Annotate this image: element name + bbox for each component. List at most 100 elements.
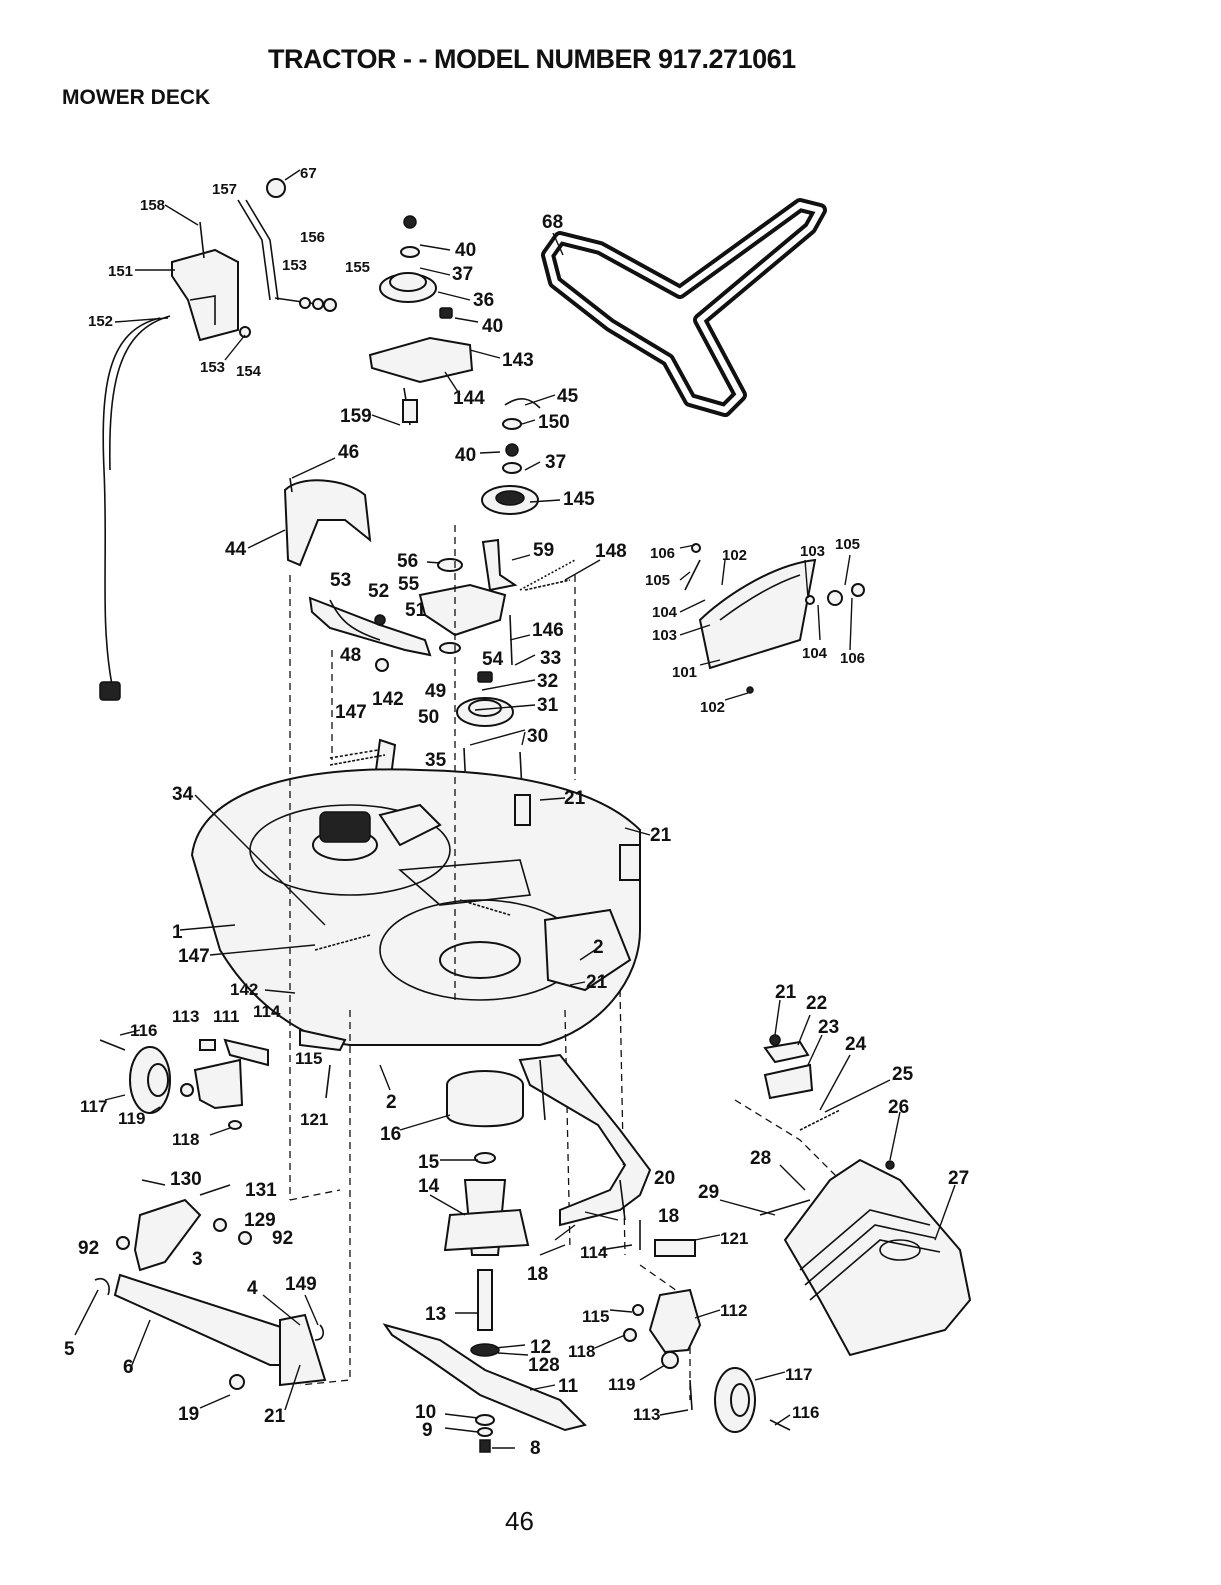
- callout-51: 51: [405, 600, 427, 621]
- callout-102-bottom: 102: [700, 699, 725, 716]
- callout-105-left: 105: [645, 572, 670, 589]
- callout-50: 50: [418, 707, 439, 728]
- callout-115-right: 115: [582, 1307, 609, 1326]
- callout-142-top: 142: [372, 689, 404, 710]
- callout-18-right: 18: [658, 1206, 679, 1227]
- mower-deck: [190, 768, 641, 1046]
- callout-22: 22: [806, 993, 827, 1014]
- callout-153-bottom: 153: [200, 359, 225, 376]
- callout-114-right: 114: [580, 1243, 608, 1262]
- callout-150: 150: [538, 412, 570, 433]
- callout-121-left: 121: [300, 1110, 328, 1129]
- callout-26: 26: [888, 1097, 909, 1118]
- page-number: 46: [505, 1506, 534, 1536]
- callout-152: 152: [88, 313, 113, 330]
- callout-10: 10: [415, 1402, 436, 1423]
- callout-106-right: 106: [840, 650, 865, 667]
- callout-29: 29: [698, 1182, 719, 1203]
- page-title: TRACTOR - - MODEL NUMBER 917.271061: [268, 44, 796, 74]
- callout-40-c: 40: [455, 445, 476, 466]
- callout-33: 33: [540, 648, 561, 669]
- callout-92-left: 92: [78, 1238, 99, 1259]
- callout-21-e: 21: [264, 1406, 286, 1427]
- callout-119-right: 119: [608, 1375, 635, 1394]
- callout-148: 148: [595, 541, 627, 562]
- callout-128: 128: [528, 1355, 560, 1376]
- callout-144: 144: [453, 388, 485, 409]
- idler-pulley-upper: [368, 215, 474, 426]
- callout-159: 159: [340, 406, 372, 427]
- callout-146: 146: [532, 620, 564, 641]
- callout-18-left: 18: [527, 1264, 548, 1285]
- callout-2-a: 2: [593, 937, 604, 958]
- discharge-shield: [684, 543, 865, 694]
- callout-111: 111: [213, 1007, 240, 1026]
- callout-25: 25: [892, 1064, 914, 1085]
- callout-27: 27: [948, 1168, 969, 1189]
- discharge-chute: [759, 1158, 972, 1357]
- callout-117-right: 117: [785, 1365, 812, 1384]
- callout-92-right: 92: [272, 1228, 293, 1249]
- callout-9: 9: [422, 1420, 433, 1441]
- callout-121-right: 121: [720, 1229, 748, 1248]
- callout-37-b: 37: [545, 452, 566, 473]
- callout-118-right: 118: [568, 1342, 595, 1361]
- callout-30: 30: [527, 726, 548, 747]
- center-pulley-stack: [481, 398, 541, 515]
- callout-leader-lines: [74, 169, 956, 1449]
- callout-68: 68: [542, 212, 563, 233]
- callout-158: 158: [140, 197, 165, 214]
- idler-arm-assembly: [308, 538, 576, 801]
- callout-104-right: 104: [802, 645, 828, 662]
- callout-131: 131: [245, 1180, 277, 1201]
- callout-106-top: 106: [650, 545, 675, 562]
- callout-55: 55: [398, 574, 420, 595]
- callout-67: 67: [300, 165, 317, 182]
- left-gauge-wheel: [99, 1028, 347, 1130]
- callout-118-left: 118: [172, 1130, 199, 1149]
- section-title: MOWER DECK: [62, 86, 211, 109]
- callout-102-top: 102: [722, 547, 747, 564]
- lift-lever-assembly: [99, 178, 337, 701]
- callout-21-a: 21: [564, 788, 586, 809]
- mower-blade: [382, 1323, 587, 1453]
- callout-37-a: 37: [452, 264, 473, 285]
- callout-36: 36: [473, 290, 494, 311]
- front-axle-bracket: [518, 1053, 652, 1227]
- callout-3: 3: [192, 1249, 203, 1270]
- callout-116-left: 116: [130, 1021, 157, 1040]
- callout-44: 44: [225, 539, 247, 560]
- callout-32: 32: [537, 671, 558, 692]
- callout-52: 52: [368, 581, 389, 602]
- right-gauge-wheel: [623, 1220, 791, 1433]
- callout-113-right: 113: [633, 1405, 660, 1424]
- callout-54: 54: [482, 649, 504, 670]
- callout-48: 48: [340, 645, 361, 666]
- callout-28: 28: [750, 1148, 771, 1169]
- callout-15: 15: [418, 1152, 440, 1173]
- callout-116-right: 116: [792, 1403, 819, 1422]
- callout-147-top: 147: [335, 702, 367, 723]
- callout-5: 5: [64, 1339, 75, 1360]
- callout-112: 112: [720, 1301, 747, 1320]
- springs: [314, 579, 841, 1131]
- v-belt: [541, 198, 827, 417]
- callout-119-left: 119: [118, 1109, 145, 1128]
- callout-14: 14: [418, 1176, 440, 1197]
- callout-40-b: 40: [482, 316, 503, 337]
- callout-45: 45: [557, 386, 579, 407]
- callout-104-left: 104: [652, 604, 678, 621]
- callout-20: 20: [654, 1168, 675, 1189]
- callout-21-d: 21: [775, 982, 797, 1003]
- callout-143: 143: [502, 350, 534, 371]
- callout-labels: 158 157 67 156 151 153 155 152 153 154 4…: [64, 165, 969, 1459]
- callout-151: 151: [108, 263, 133, 280]
- callout-115-left: 115: [295, 1049, 322, 1068]
- callout-117-left: 117: [80, 1097, 107, 1116]
- deck-bracket-assembly: [763, 1034, 895, 1170]
- callout-23: 23: [818, 1017, 839, 1038]
- callout-103-left: 103: [652, 627, 677, 644]
- callout-1: 1: [172, 922, 183, 943]
